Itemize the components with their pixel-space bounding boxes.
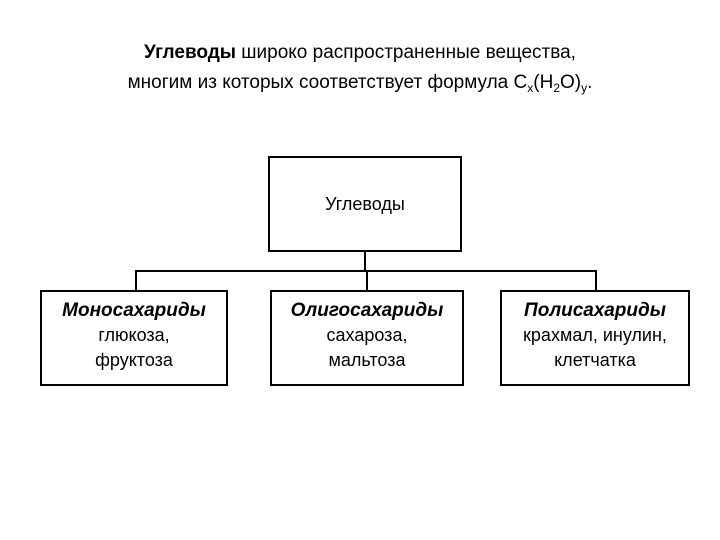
monosaccharides-example-1: глюкоза, xyxy=(98,325,170,345)
formula-sub-2: 2 xyxy=(553,81,560,95)
caption: Углеводы широко распространенные веществ… xyxy=(0,38,720,98)
polysaccharides-example-2: клетчатка xyxy=(554,350,636,370)
oligosaccharides-example-2: мальтоза xyxy=(328,350,406,370)
caption-end: . xyxy=(587,72,593,93)
polysaccharides-title: Полисахариды xyxy=(524,300,666,321)
root-box: Углеводы xyxy=(268,156,462,252)
caption-line-1: Углеводы широко распространенные веществ… xyxy=(0,38,720,68)
connector-to-mono xyxy=(135,270,137,290)
root-label: Углеводы xyxy=(325,193,405,214)
oligosaccharides-example-1: сахароза, xyxy=(326,325,408,345)
formula-sub-y: y xyxy=(581,81,588,95)
monosaccharides-box: Моносахариды глюкоза, фруктоза xyxy=(40,290,228,386)
polysaccharides-example-1: крахмал, инулин, xyxy=(523,325,667,345)
caption-line1-rest: широко распространенные вещества, xyxy=(236,42,576,63)
polysaccharides-box: Полисахариды крахмал, инулин, клетчатка xyxy=(500,290,690,386)
caption-line-2: многим из которых соответствует формула … xyxy=(0,68,720,98)
monosaccharides-title: Моносахариды xyxy=(62,300,206,321)
connector-to-poly xyxy=(595,270,597,290)
formula-paren-close: O) xyxy=(560,72,582,93)
connector-root-down xyxy=(364,252,366,271)
caption-line2-text: многим из которых соответствует формула … xyxy=(127,72,528,93)
oligosaccharides-box: Олигосахариды сахароза, мальтоза xyxy=(270,290,464,386)
formula-paren-open: (H xyxy=(533,72,554,93)
caption-term: Углеводы xyxy=(144,42,237,63)
formula-sub-x: x xyxy=(527,81,534,95)
oligosaccharides-title: Олигосахариды xyxy=(290,300,444,321)
connector-to-oligo xyxy=(366,270,368,290)
monosaccharides-example-2: фруктоза xyxy=(95,350,173,370)
